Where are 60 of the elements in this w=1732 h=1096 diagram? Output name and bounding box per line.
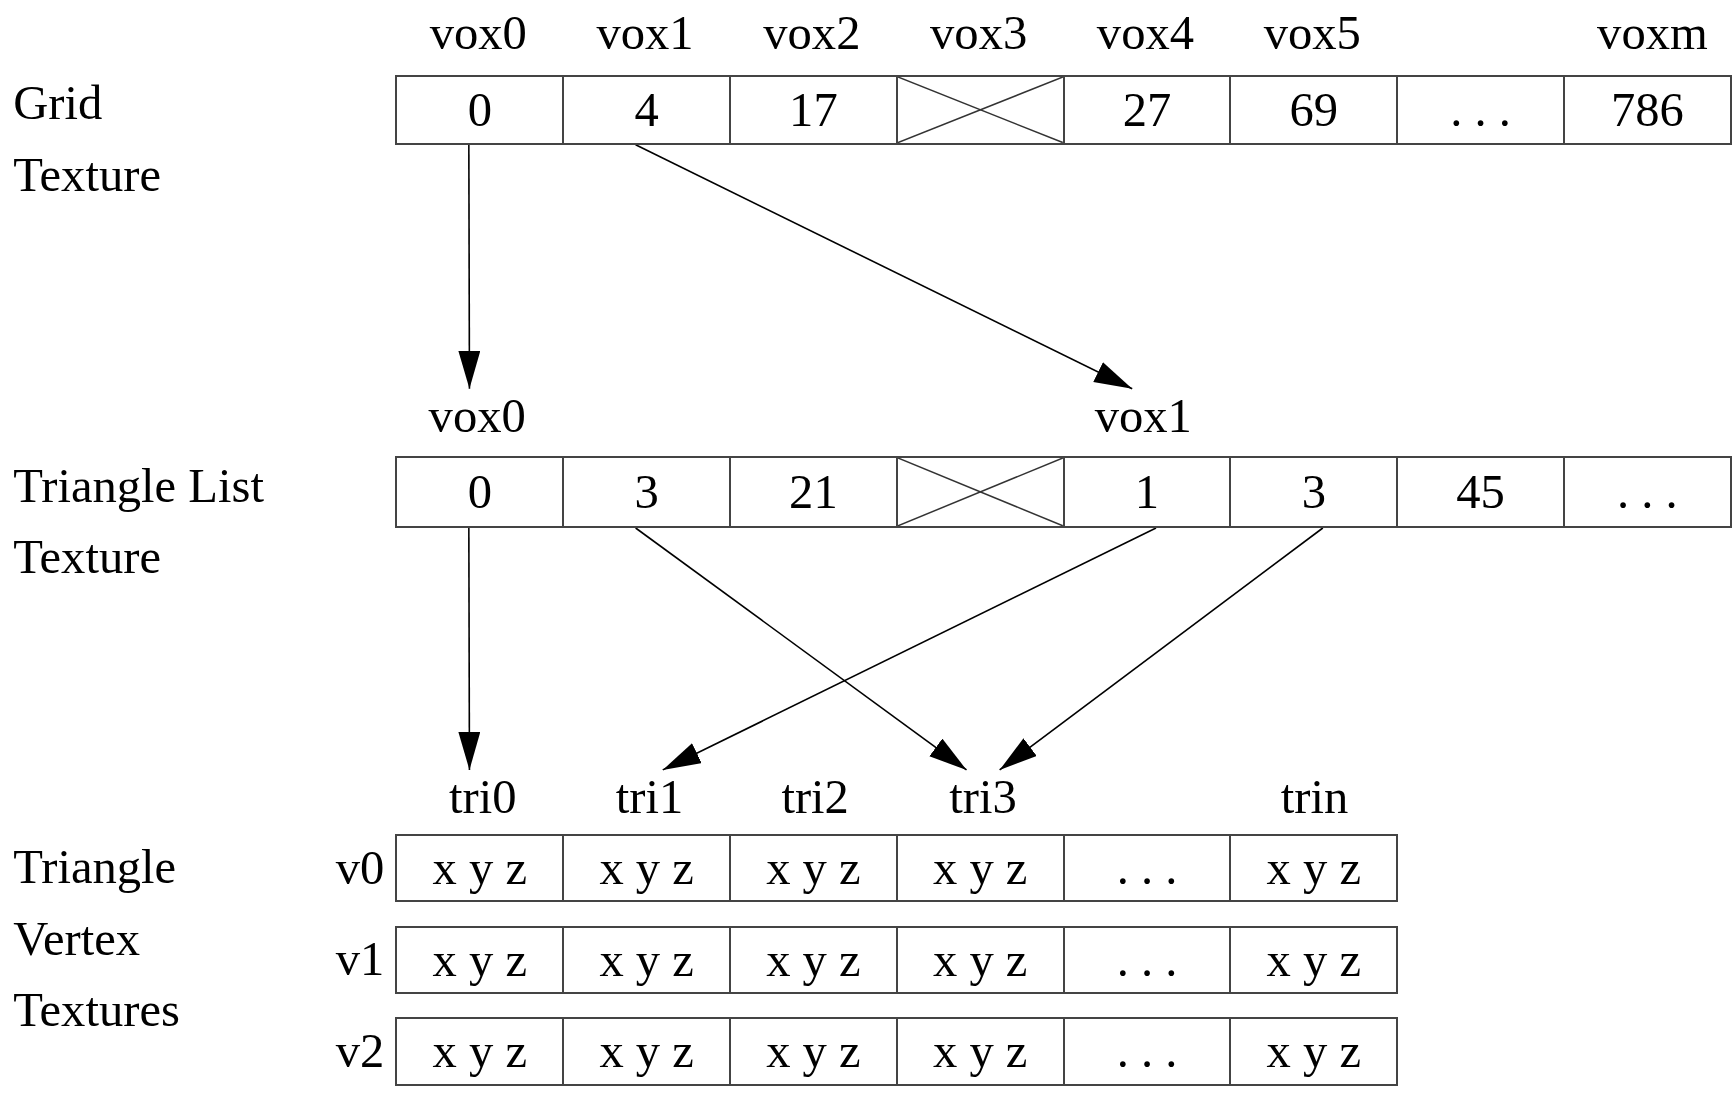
table-cell: . . . <box>1563 456 1732 528</box>
column-label: vox0 <box>410 388 544 445</box>
table-cell: 3 <box>562 456 731 528</box>
row-title: Triangle Vertex Textures <box>13 838 181 1040</box>
crossed-out-cell <box>895 75 1065 145</box>
row-title: Grid Texture <box>13 75 162 205</box>
column-label: vox3 <box>929 5 1029 61</box>
table-cell: x y z <box>395 1017 565 1086</box>
arrow <box>634 527 968 771</box>
table-cell: 786 <box>1563 75 1732 145</box>
table-cell: 17 <box>729 75 898 145</box>
column-label: tri2 <box>780 769 850 826</box>
table-cell: x y z <box>395 833 565 903</box>
column-label: vox0 <box>428 5 528 61</box>
table-cell: x y z <box>895 1017 1065 1086</box>
arrow <box>661 527 1157 771</box>
row-label: v0 <box>334 840 385 896</box>
table-cell: x y z <box>1229 925 1399 995</box>
table-cell: x y z <box>562 833 731 903</box>
table-cell: . . . <box>1062 1017 1232 1086</box>
row-label: v1 <box>334 932 385 988</box>
table-cell: 21 <box>729 456 898 528</box>
column-label: vox1 <box>595 5 695 61</box>
table-cell: . . . <box>1062 833 1232 903</box>
table-cell: x y z <box>562 925 731 995</box>
crossed-out-cell <box>895 456 1065 528</box>
column-label: voxm <box>1596 5 1709 61</box>
column-label: tri3 <box>916 769 1050 826</box>
arrow <box>458 143 481 390</box>
table-cell: 69 <box>1229 75 1399 145</box>
table-cell: x y z <box>729 1017 898 1086</box>
arrow <box>634 143 1133 390</box>
table-cell: 45 <box>1396 456 1565 528</box>
table-cell: x y z <box>1229 833 1399 903</box>
table-cell: 0 <box>395 75 565 145</box>
table-cell: x y z <box>395 925 565 995</box>
table-cell: x y z <box>562 1017 731 1086</box>
table-cell: . . . <box>1062 925 1232 995</box>
column-label: vox2 <box>762 5 862 61</box>
column-label: vox1 <box>1076 388 1210 445</box>
table-cell: x y z <box>895 833 1065 903</box>
row-label: v2 <box>334 1023 385 1080</box>
column-label: trin <box>1279 769 1350 826</box>
arrow <box>458 527 481 771</box>
table-cell: x y z <box>729 833 898 903</box>
table-cell: x y z <box>1229 1017 1399 1086</box>
table-cell: x y z <box>729 925 898 995</box>
column-label: tri1 <box>583 769 716 826</box>
table-cell: . . . <box>1396 75 1565 145</box>
column-label: vox4 <box>1095 5 1196 61</box>
table-cell: 27 <box>1062 75 1232 145</box>
arrow <box>998 527 1324 771</box>
table-cell: x y z <box>895 925 1065 995</box>
column-label: tri0 <box>416 769 549 826</box>
table-cell: 4 <box>562 75 731 145</box>
row-title: Triangle List Texture <box>13 457 265 587</box>
column-label: vox5 <box>1262 5 1362 61</box>
table-cell: 0 <box>395 456 565 528</box>
table-cell: 3 <box>1229 456 1399 528</box>
table-cell: 1 <box>1062 456 1232 528</box>
